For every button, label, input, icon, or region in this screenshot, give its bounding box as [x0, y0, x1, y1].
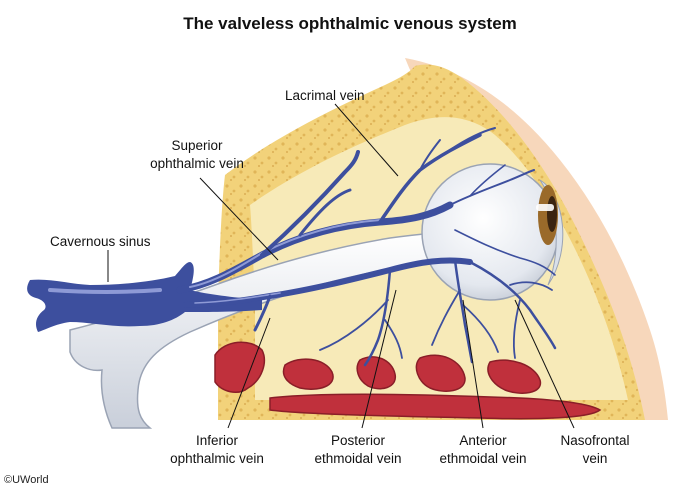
leader-lacrimal	[334, 103, 399, 177]
label-superior-ophthalmic-line2: ophthalmic vein	[150, 156, 244, 171]
ethmoid-sinus	[214, 341, 266, 394]
vortex-vein	[469, 164, 506, 197]
label-posterior-ethmoidal-line2: ethmoidal vein	[314, 451, 401, 466]
label-inferior-ophthalmic-line1: Inferior	[196, 433, 239, 448]
leader-inferior	[227, 317, 271, 429]
label-inferior-ophthalmic-line2: ophthalmic vein	[170, 451, 264, 466]
anterior-ethmoidal-branch	[431, 289, 461, 346]
ethmoid-sinus	[356, 356, 396, 390]
ethmoid-sinus	[269, 393, 602, 420]
label-anterior-ethmoidal-line2: ethmoidal vein	[439, 451, 526, 466]
nasofrontal-vein	[468, 260, 557, 350]
eyeball	[421, 163, 559, 301]
leader-superior	[199, 177, 279, 261]
vortex-vein	[449, 169, 535, 206]
diagram-title: The valveless ophthalmic venous system	[183, 14, 517, 33]
label-superior-ophthalmic-line1: Superior	[171, 138, 223, 153]
nasofrontal-branch	[512, 299, 521, 359]
lens-highlight	[536, 204, 554, 211]
cavernous-sinus-highlight	[48, 288, 162, 294]
label-nasofrontal-line2: vein	[583, 451, 608, 466]
inferior-ophthalmic-branch	[253, 294, 272, 332]
leader-anterior	[462, 299, 484, 429]
label-cavernous-sinus: Cavernous sinus	[50, 234, 151, 249]
nasofrontal-branch	[509, 281, 553, 291]
anterior-ethmoidal-vein	[453, 258, 474, 364]
cavernous-sinus	[27, 262, 262, 332]
ethmoid-sinus	[415, 354, 466, 392]
lacrimal-vein-branch	[449, 127, 496, 151]
label-lacrimal-vein: Lacrimal vein	[285, 88, 365, 103]
posterior-ethmoidal-vein	[363, 268, 392, 367]
label-anterior-ethmoidal-line1: Anterior	[459, 433, 507, 448]
ethmoid-sinus	[282, 358, 334, 390]
vortex-vein	[454, 229, 556, 276]
lacrimal-vein-branch	[419, 139, 441, 171]
copyright-credit: ©UWorld	[4, 474, 49, 486]
leader-nasofrontal	[514, 299, 575, 429]
inferior-ophthalmic-vein	[182, 257, 473, 308]
superior-ophthalmic-branch	[298, 188, 352, 237]
label-nasofrontal-line1: Nasofrontal	[560, 433, 629, 448]
inferior-ophthalmic-vein-highlight	[194, 292, 281, 304]
label-posterior-ethmoidal-line1: Posterior	[331, 433, 386, 448]
pupil	[547, 196, 557, 232]
ethmoid-sinus	[487, 359, 542, 394]
posterior-ethmoidal-branch	[319, 299, 389, 351]
anterior-ethmoidal-branch	[462, 304, 499, 353]
superior-ophthalmic-branch	[260, 150, 360, 257]
leader-posterior	[361, 289, 397, 429]
